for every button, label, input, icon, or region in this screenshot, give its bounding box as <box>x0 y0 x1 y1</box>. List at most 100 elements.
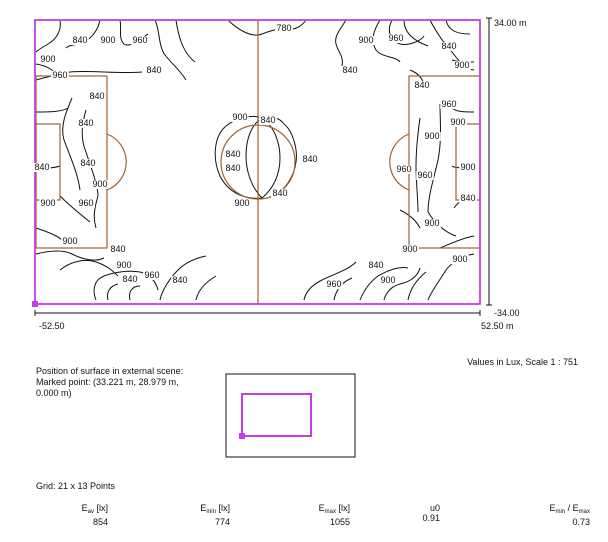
isolux-label: 900 <box>100 35 115 45</box>
isolux-label-bg <box>39 199 57 208</box>
left-penalty-arc <box>106 133 127 191</box>
isolux-label: 900 <box>234 198 249 208</box>
surface-boundary <box>34 19 481 305</box>
isolux-label: 780 <box>276 23 291 33</box>
stat-label: Emax [lx] <box>318 503 350 515</box>
isolux-label: 840 <box>80 158 95 168</box>
stat-max: Emax [lx] 1055 <box>319 503 350 527</box>
isolux-label-bg <box>367 261 385 270</box>
isolux-label-bg <box>224 150 242 159</box>
isolux-label-bg <box>341 66 359 75</box>
x-axis <box>34 310 481 316</box>
isolux-label-bg <box>91 180 109 189</box>
isolux-label-bg <box>51 71 69 80</box>
isolux-label-bg <box>416 171 434 180</box>
isolux-label: 960 <box>326 279 341 289</box>
isolux-label: 840 <box>78 118 93 128</box>
isolux-label-bg <box>39 55 57 64</box>
center-circle <box>220 124 296 200</box>
isolux-label-bg <box>449 118 467 127</box>
stat-value: 1055 <box>329 517 350 527</box>
stat-value: 854 <box>92 517 108 527</box>
isolux-label-bg <box>143 271 161 280</box>
stat-min: Emin [lx] 774 <box>200 503 230 527</box>
isolux-label: 840 <box>72 35 87 45</box>
isolux-label-bg <box>301 155 319 164</box>
scene-thumbnail <box>225 373 356 458</box>
isolux-label-bg <box>88 92 106 101</box>
isolux-label: 840 <box>260 115 275 125</box>
isolux-label-bg <box>440 42 458 51</box>
y-axis <box>486 17 492 306</box>
isolux-label: 840 <box>34 162 49 172</box>
isolux-label-bg <box>233 199 251 208</box>
isolux-label: 900 <box>232 112 247 122</box>
pitch-markings <box>35 20 481 304</box>
isolux-label-bg <box>109 245 127 254</box>
isolux-label: 900 <box>460 162 475 172</box>
isolux-label-bg <box>77 119 95 128</box>
y-axis-top-label: 34.00 m <box>494 18 527 28</box>
y-axis-bottom-label: -34.00 <box>494 308 520 318</box>
isolux-label-bg <box>379 276 397 285</box>
scale-note: Values in Lux, Scale 1 : 751 <box>467 357 578 367</box>
isolux-label-bg <box>459 194 477 203</box>
stat-label: u0 <box>429 503 440 513</box>
stat-label: Emin / Emax <box>549 503 590 515</box>
isolux-label-bg <box>115 261 133 270</box>
stat-value: 0.91 <box>422 513 440 523</box>
isolux-label: 840 <box>272 188 287 198</box>
isolux-label-bg <box>61 237 79 246</box>
isolux-label: 840 <box>122 274 137 284</box>
isolux-label: 900 <box>116 260 131 270</box>
isolux-label: 900 <box>92 179 107 189</box>
isolux-label: 840 <box>302 154 317 164</box>
isolux-label: 900 <box>62 236 77 246</box>
isolux-label: 960 <box>417 170 432 180</box>
isolux-label: 960 <box>388 33 403 43</box>
isolux-label: 840 <box>441 41 456 51</box>
isolux-label-bg <box>71 36 89 45</box>
isolux-label-bg <box>423 132 441 141</box>
isolux-label: 960 <box>441 99 456 109</box>
isolux-label: 900 <box>450 117 465 127</box>
isolux-label-bg <box>453 61 471 70</box>
right-penalty-arc <box>389 133 410 191</box>
isolux-label-bg <box>171 276 189 285</box>
isolux-label-bg <box>145 66 163 75</box>
isolux-label: 900 <box>454 60 469 70</box>
position-line3: 0.000 m) <box>36 388 72 398</box>
isolux-label-bg <box>121 275 139 284</box>
grid-info: Grid: 21 x 13 Points <box>36 481 116 491</box>
isolux-label-bg <box>401 245 419 254</box>
stat-av: Eav [lx]854 <box>82 503 108 527</box>
isolux-label: 900 <box>402 244 417 254</box>
isolux-label-bg <box>33 163 51 172</box>
isolux-label-bg <box>423 219 441 228</box>
scene-surface-outline <box>241 393 312 437</box>
isolux-label: 960 <box>396 164 411 174</box>
isolux-label: 900 <box>424 131 439 141</box>
isolux-label: 840 <box>368 260 383 270</box>
isolux-label-bg <box>231 113 249 122</box>
isolux-label: 900 <box>424 218 439 228</box>
isolux-label: 900 <box>40 54 55 64</box>
isolux-label: 960 <box>132 35 147 45</box>
isolux-label-bg <box>131 36 149 45</box>
stat-value: 774 <box>214 517 230 527</box>
isolux-label: 840 <box>225 163 240 173</box>
isolux-label: 900 <box>452 254 467 264</box>
isolux-label: 840 <box>110 244 125 254</box>
x-axis-left-label: -52.50 <box>39 321 65 331</box>
isolux-label: 900 <box>358 35 373 45</box>
isolux-label-bg <box>79 159 97 168</box>
stat-label: Emin [lx] <box>200 503 230 515</box>
isolux-label: 840 <box>172 275 187 285</box>
isolux-label: 900 <box>40 198 55 208</box>
isolux-label: 840 <box>89 91 104 101</box>
isolux-labels: 840 900 960 780 900 960 840 900 840 960 840 900 840 8… <box>33 23 477 289</box>
isolux-label-bg <box>325 280 343 289</box>
isolux-label-bg <box>224 164 242 173</box>
